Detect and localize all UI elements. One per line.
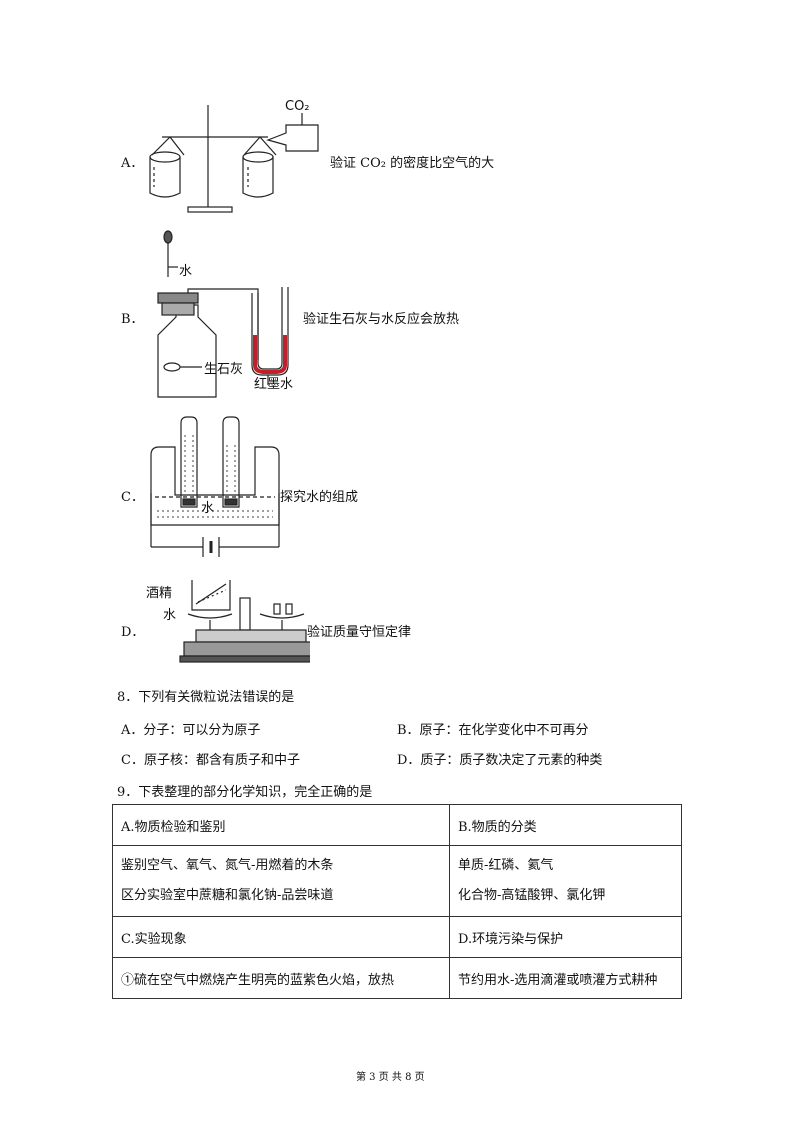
q8-option-d: D．质子：质子数决定了元素的种类 [397, 753, 603, 768]
option-a-letter: A． [121, 156, 144, 171]
water-label-b: 水 [179, 264, 193, 279]
option-d-letter: D． [121, 625, 145, 640]
page-footer: 第 3 页 共 8 页 [356, 1072, 425, 1083]
option-b-letter: B． [121, 312, 144, 327]
red-ink-label: 红墨水 [254, 377, 294, 392]
knowledge-table: A.物质检验和鉴别 B.物质的分类 鉴别空气、氧气、氮气-用燃着的木条 区分实验… [112, 804, 682, 999]
cell-d-body: 节约用水-选用滴灌或喷灌方式耕种 [449, 957, 682, 999]
balance-co2-diagram [149, 105, 319, 213]
cell-a-line-1: 鉴别空气、氧气、氮气-用燃着的木条 [121, 858, 334, 873]
q8-stem: 8．下列有关微粒说法错误的是 [117, 690, 295, 705]
alcohol-label: 酒精 [146, 586, 173, 601]
cell-b-line-2: 化合物-高锰酸钾、氯化钾 [458, 888, 606, 903]
water-label-c: 水 [201, 501, 215, 516]
cell-a-head: A.物质检验和鉴别 [112, 804, 450, 846]
cell-a-line-2: 区分实验室中蔗糖和氯化钠-品尝味道 [121, 888, 334, 903]
option-b-caption: 验证生石灰与水反应会放热 [303, 312, 460, 327]
mass-balance-diagram [179, 580, 310, 663]
quicklime-label: 生石灰 [204, 362, 244, 377]
cell-c-head: C.实验现象 [112, 916, 450, 958]
cell-b-line-1: 单质-红磷、氦气 [458, 858, 554, 873]
electrolysis-diagram [150, 416, 280, 557]
quicklime-flask-diagram [157, 230, 289, 398]
q9-stem: 9．下表整理的部分化学知识，完全正确的是 [117, 785, 373, 800]
cell-b-head: B.物质的分类 [449, 804, 682, 846]
q8-option-b: B．原子：在化学变化中不可再分 [397, 723, 589, 738]
option-a-caption: 验证 CO₂ 的密度比空气的大 [330, 156, 495, 171]
water-label-d: 水 [163, 608, 177, 623]
cell-a-body: 鉴别空气、氧气、氮气-用燃着的木条 区分实验室中蔗糖和氯化钠-品尝味道 [112, 845, 450, 917]
option-c-caption: 探究水的组成 [280, 490, 359, 505]
q8-option-c: C．原子核：都含有质子和中子 [121, 753, 300, 768]
q8-option-a: A．分子：可以分为原子 [121, 723, 261, 738]
co2-label: CO₂ [285, 99, 310, 114]
cell-b-body: 单质-红磷、氦气 化合物-高锰酸钾、氯化钾 [449, 845, 682, 917]
option-d-caption: 验证质量守恒定律 [307, 625, 412, 640]
cell-c-body: ①硫在空气中燃烧产生明亮的蓝紫色火焰，放热 [112, 957, 450, 999]
option-c-letter: C． [121, 490, 144, 505]
cell-d-head: D.环境污染与保护 [449, 916, 682, 958]
